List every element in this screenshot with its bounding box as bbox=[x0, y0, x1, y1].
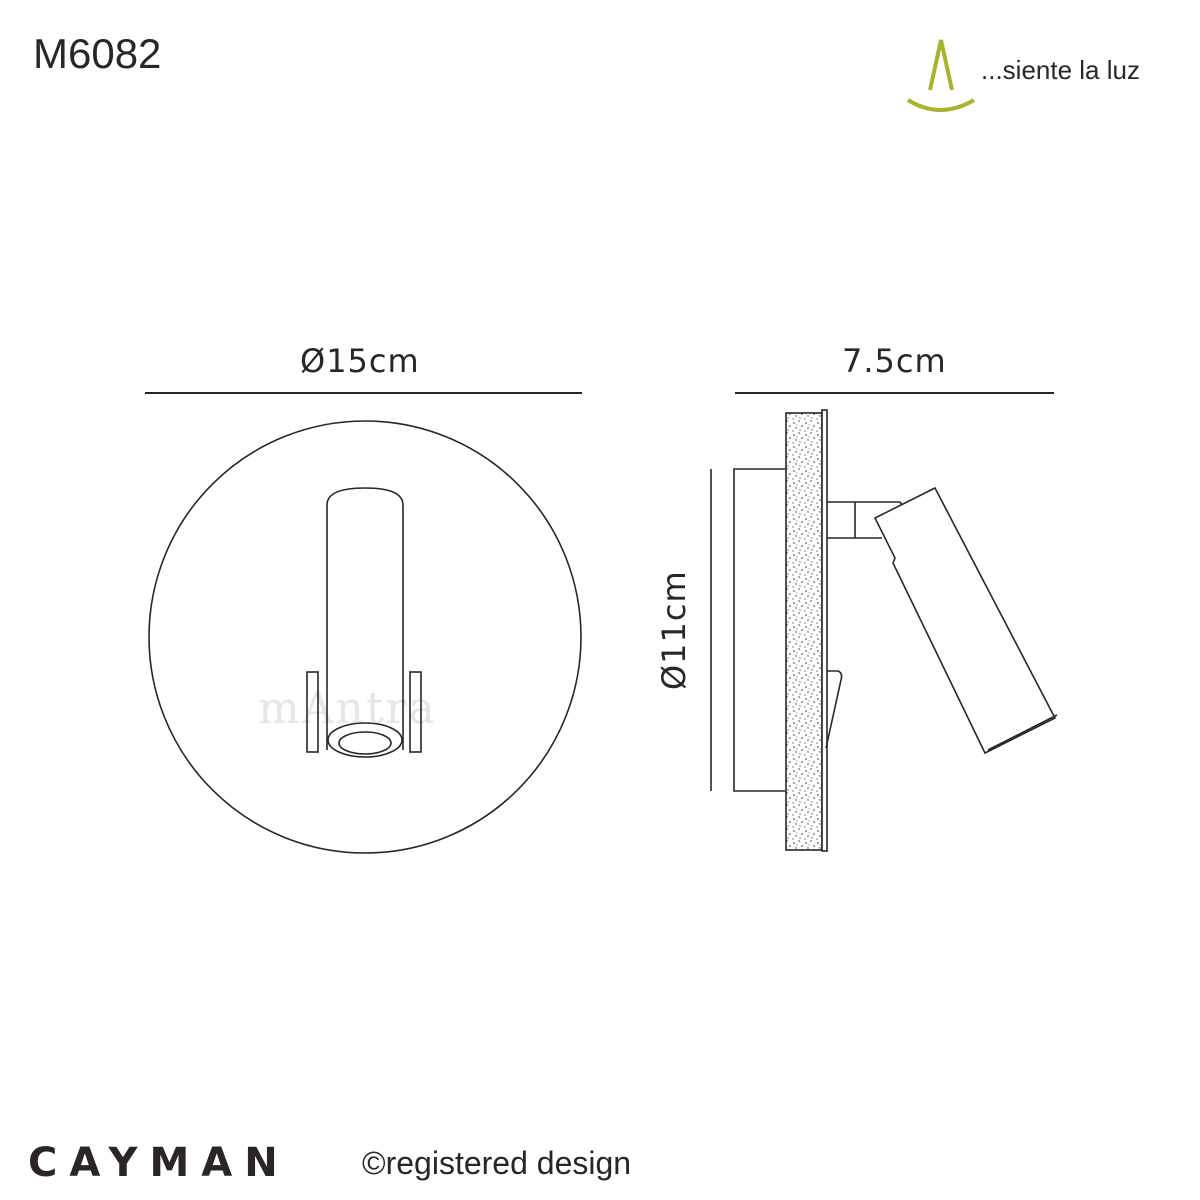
product-name: CAYMAN bbox=[28, 1140, 290, 1186]
spot-lens-edge bbox=[987, 714, 1058, 751]
side-depth-dimension: 7.5cm bbox=[842, 342, 947, 380]
lens-ring-inner bbox=[338, 731, 392, 755]
switch-outline bbox=[825, 670, 843, 749]
spot-tube-outline bbox=[326, 487, 404, 750]
front-plate-edge bbox=[821, 409, 828, 852]
front-disc-outline bbox=[148, 420, 582, 854]
registered-design-label: ©registered design bbox=[362, 1145, 632, 1181]
front-view bbox=[148, 420, 582, 854]
arm-top bbox=[827, 501, 904, 507]
speckled-plate bbox=[785, 412, 823, 851]
tagline: ...siente la luz bbox=[981, 55, 1140, 85]
lens-ring-outer bbox=[327, 722, 403, 758]
right-rail bbox=[409, 671, 422, 753]
spot-head bbox=[873, 486, 1057, 755]
backplate-outline bbox=[733, 468, 785, 792]
front-width-dimension: Ø15cm bbox=[300, 342, 420, 380]
left-rail bbox=[306, 671, 319, 753]
model-code: M6082 bbox=[33, 30, 162, 77]
side-view bbox=[733, 409, 1058, 852]
side-dimension-lines bbox=[710, 392, 1054, 791]
lambda-smile-logo-icon bbox=[906, 39, 976, 112]
